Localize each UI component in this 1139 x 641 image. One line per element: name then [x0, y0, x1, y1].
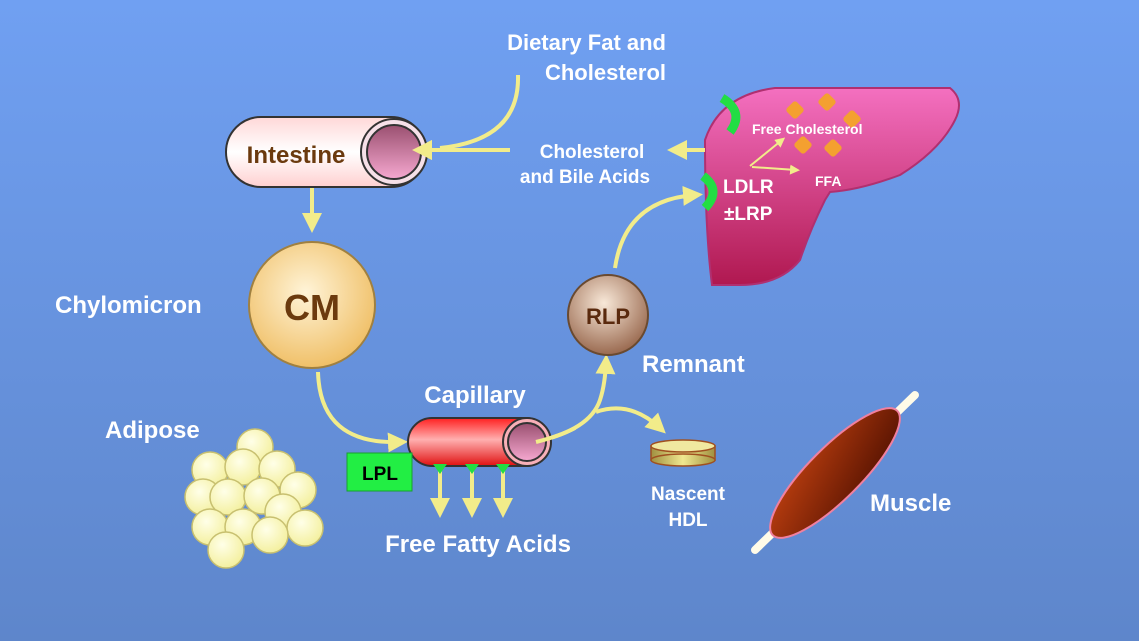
hdl-label: HDL: [668, 510, 707, 531]
capillary: [407, 417, 552, 474]
capillary-to-hdl-arrow: [595, 406, 666, 434]
muscle: [751, 391, 919, 554]
rlp-label: RLP: [586, 304, 630, 329]
adipose-label: Adipose: [105, 417, 200, 444]
lpl-box: [346, 452, 413, 492]
free-cholesterol-label: Free Cholesterol: [752, 121, 862, 137]
capillary-label: Capillary: [424, 382, 526, 409]
ldlr-label: LDLR: [723, 177, 774, 198]
muscle-label: Muscle: [870, 490, 951, 517]
dietary-label-line2: Cholesterol: [545, 60, 666, 85]
nascent-hdl-disc: [650, 439, 716, 467]
chylomicron-particle: [248, 241, 376, 369]
intestine: Intestine: [225, 116, 428, 188]
dietary-label-line1: Dietary Fat and: [507, 30, 666, 55]
remnant-particle: [567, 274, 649, 356]
cm-label: CM: [284, 287, 340, 328]
lpl-label: LPL: [362, 464, 398, 485]
liver: Free Cholesterol FFA LDLR ±LRP: [703, 87, 960, 286]
free-fatty-acids-label: Free Fatty Acids: [385, 531, 571, 558]
bile-label-line1: Cholesterol: [540, 142, 645, 163]
bile-label-line2: and Bile Acids: [520, 167, 650, 188]
ffa-label: FFA: [815, 173, 841, 189]
rlp-to-liver-arrow: [613, 185, 703, 269]
intestine-label: Intestine: [247, 142, 346, 169]
lpl-sites: [433, 464, 510, 474]
cm-to-capillary-arrow: [316, 371, 408, 453]
nascent-label: Nascent: [651, 484, 726, 505]
lrp-label: ±LRP: [724, 204, 773, 225]
remnant-label: Remnant: [642, 351, 745, 378]
chylomicron-label: Chylomicron: [55, 292, 202, 319]
cholesterol-particles: [786, 93, 861, 157]
ldlr-receptor-icon: [700, 172, 718, 212]
receptor-top-icon: [719, 94, 741, 135]
diet-to-intestine-arrow: [439, 74, 521, 150]
adipose-cells: [184, 428, 324, 569]
